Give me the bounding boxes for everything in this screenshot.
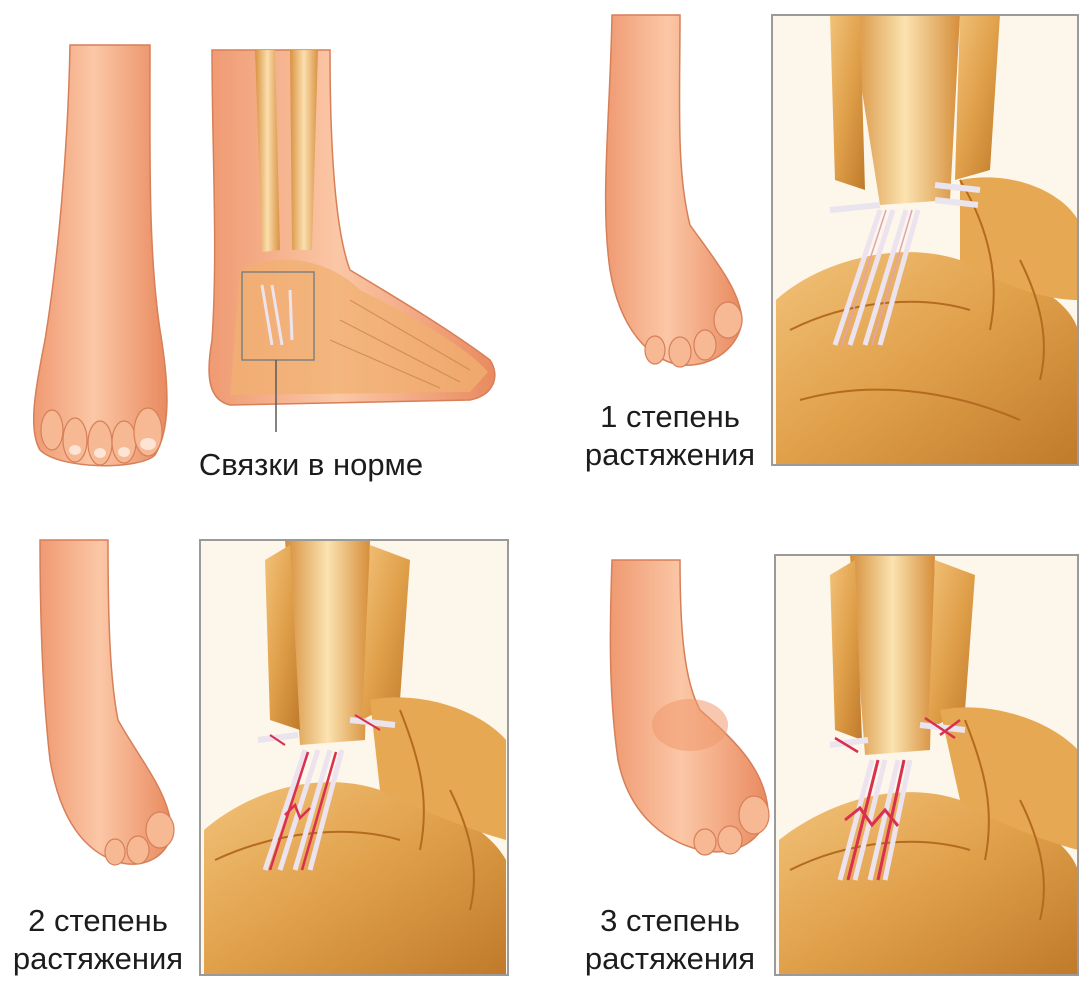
grade1-label: 1 степень растяжения	[580, 398, 760, 474]
grade2-detail-panel	[200, 540, 508, 975]
normal-foot-front	[34, 45, 167, 466]
grade2-label-line2: растяжения	[8, 940, 188, 978]
grade3-foot	[610, 560, 769, 855]
normal-ligaments-label: Связки в норме	[196, 446, 426, 484]
grade3-label-line1: 3 степень	[580, 902, 760, 940]
normal-foot-side-anatomy	[209, 50, 495, 432]
grade3-detail-panel	[775, 555, 1078, 975]
grade1-label-line2: растяжения	[580, 436, 760, 474]
grade1-label-line1: 1 степень	[580, 398, 760, 436]
grade2-label-line1: 2 степень	[8, 902, 188, 940]
grade2-label: 2 степень растяжения	[8, 902, 188, 978]
grade3-label-line2: растяжения	[580, 940, 760, 978]
grade3-label: 3 степень растяжения	[580, 902, 760, 978]
grade1-foot	[606, 15, 742, 367]
grade2-foot	[40, 540, 174, 865]
grade1-detail-panel	[772, 15, 1078, 465]
normal-label-text: Связки в норме	[199, 447, 423, 482]
